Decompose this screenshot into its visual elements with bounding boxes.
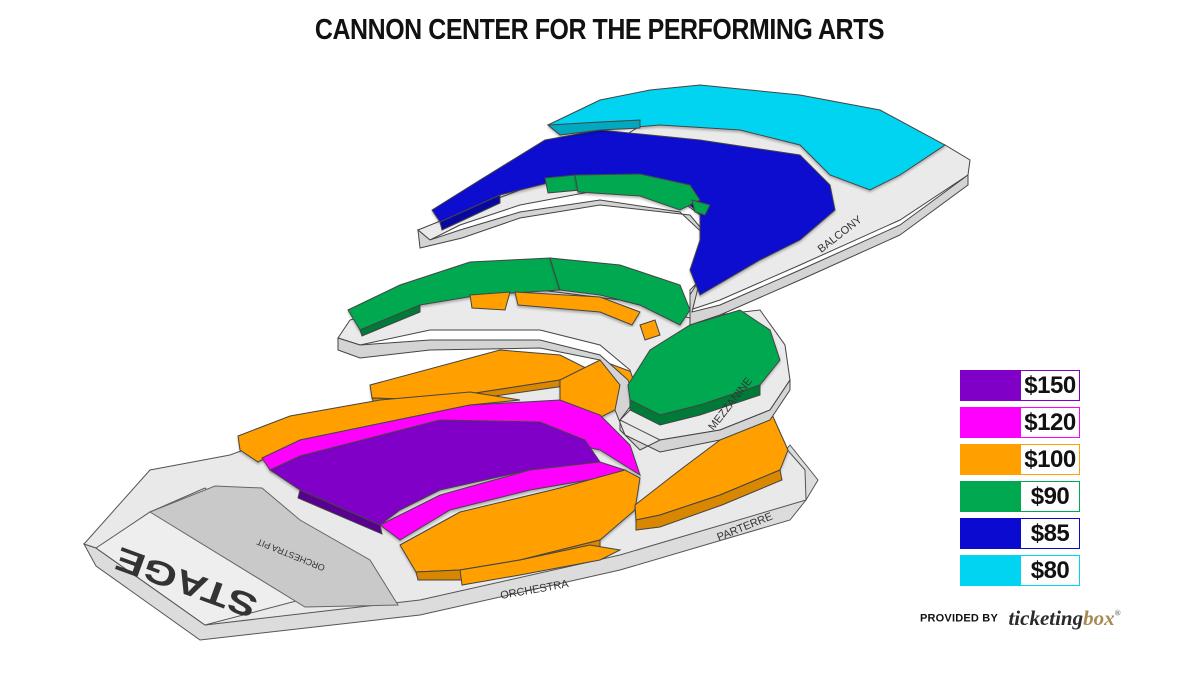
legend-price: $120 [1020, 407, 1080, 438]
legend-row: $90 [960, 481, 1080, 512]
registered-mark: ® [1114, 608, 1121, 618]
legend-price: $100 [1020, 444, 1080, 475]
brand-text-part2: box [1083, 606, 1115, 630]
brand-text-part1: ticketing [1008, 606, 1084, 630]
legend-price: $80 [1020, 555, 1080, 586]
legend-swatch [960, 444, 1020, 475]
legend-swatch [960, 518, 1020, 549]
legend-swatch [960, 481, 1020, 512]
legend-row: $100 [960, 444, 1080, 475]
legend-price: $90 [1020, 481, 1080, 512]
provided-by-label: PROVIDED BY [920, 612, 998, 625]
orchestra-sections [237, 349, 789, 586]
legend-swatch [960, 370, 1020, 401]
page-title: CANNON CENTER FOR THE PERFORMING ARTS [314, 14, 885, 46]
legend-price: $150 [1020, 370, 1080, 401]
legend-price: $85 [1020, 518, 1080, 549]
ticketingbox-logo[interactable]: ticketingbox® [1008, 606, 1120, 630]
provider-credit: PROVIDED BY ticketingbox® [920, 606, 1121, 632]
legend-row: $120 [960, 407, 1080, 438]
legend-swatch [960, 407, 1020, 438]
legend-row: $150 [960, 370, 1080, 401]
legend-swatch [960, 555, 1020, 586]
balcony-level [417, 84, 971, 326]
mezzanine-level [337, 257, 791, 453]
orchestra-pit [148, 485, 399, 608]
stage-area: STAGE ORCHESTRA PIT [95, 485, 399, 626]
legend-row: $85 [960, 518, 1080, 549]
legend-row: $80 [960, 555, 1080, 586]
price-legend: $150 $120 $100 $90 $85 $80 [960, 370, 1080, 592]
